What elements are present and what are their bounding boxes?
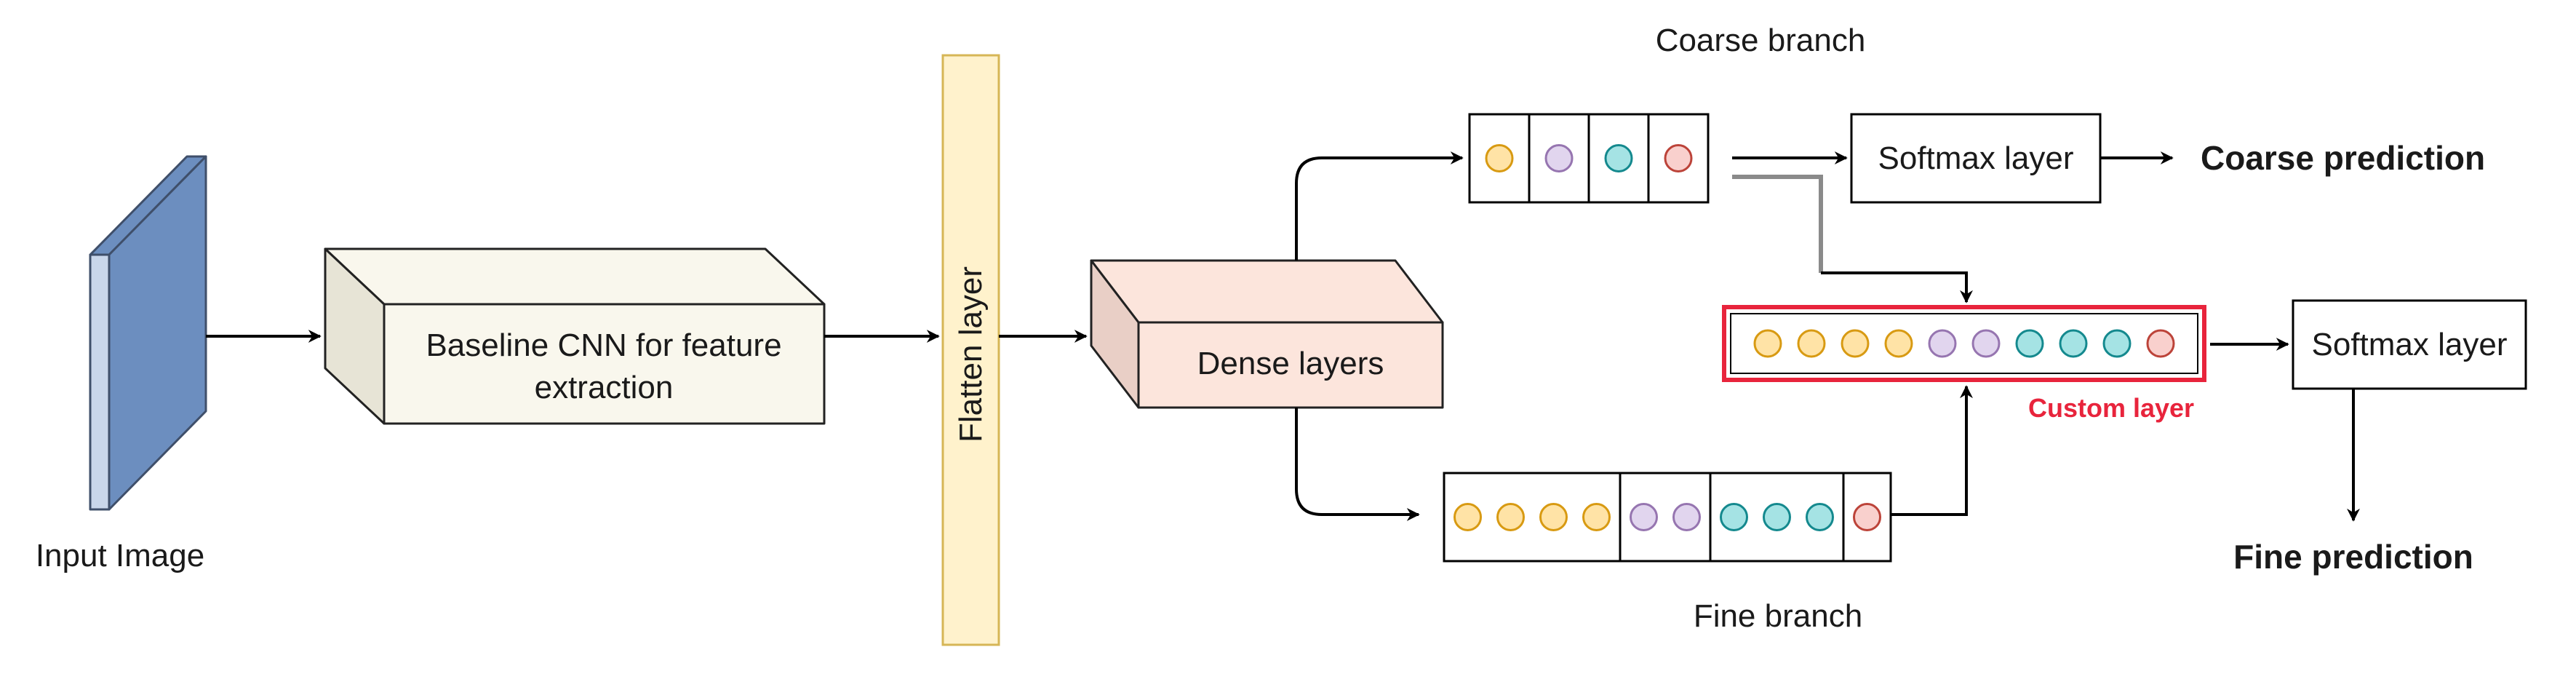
coarse-prediction-label: Coarse prediction — [2201, 139, 2485, 177]
softmax-coarse-box — [1850, 113, 2102, 204]
fine-branch-label: Fine branch — [1694, 598, 1862, 634]
arrow-dense-to-fine — [1295, 408, 1420, 521]
custom-layer-label: Custom layer — [2028, 393, 2194, 423]
input-image-slab — [89, 155, 207, 511]
custom-layer-node — [1841, 329, 1870, 358]
connector-coarse-to-custom — [1732, 175, 1823, 273]
cnn-label-line1: Baseline CNN for feature — [426, 327, 781, 363]
custom-layer-node — [2102, 329, 2132, 358]
fine-vector — [1443, 472, 1892, 563]
coarse-vector — [1468, 113, 1710, 204]
custom-layer-frame — [1722, 305, 2206, 382]
flatten-label: Flatten layer — [953, 266, 989, 442]
custom-layer-node — [2059, 329, 2088, 358]
custom-layer-node — [1753, 329, 1782, 358]
custom-layer-node — [1797, 329, 1826, 358]
custom-layer-node — [2146, 329, 2175, 358]
custom-layer-node — [1928, 329, 1957, 358]
softmax-coarse-label: Softmax layer — [1878, 140, 2074, 176]
fine-vector-node — [1763, 503, 1791, 531]
arrow-coarse-to-custom — [1821, 271, 1973, 303]
fine-vector-node — [1496, 503, 1525, 531]
coarse-branch-label: Coarse branch — [1656, 23, 1866, 58]
cnn-box — [324, 247, 826, 425]
fine-vector-node — [1853, 503, 1881, 531]
custom-layer-node — [2015, 329, 2044, 358]
coarse-vector-node — [1604, 144, 1633, 172]
custom-layer-vector — [1722, 305, 2206, 382]
softmax-fine-label: Softmax layer — [2312, 327, 2508, 362]
fine-vector-node — [1806, 503, 1834, 531]
flatten-layer — [941, 54, 1000, 646]
fine-vector-node — [1720, 503, 1748, 531]
coarse-vector-node — [1664, 144, 1693, 172]
fine-prediction-label: Fine prediction — [2233, 538, 2473, 576]
arrow-dense-to-coarse — [1295, 151, 1464, 261]
input-image-label: Input Image — [36, 538, 204, 573]
custom-layer-node — [1884, 329, 1913, 358]
dense-box — [1090, 259, 1444, 409]
custom-layer-inner-frame — [1730, 313, 2198, 374]
fine-vector-node — [1630, 503, 1658, 531]
fine-vector-node — [1672, 503, 1701, 531]
fine-vector-node — [1582, 503, 1611, 531]
coarse-vector-node — [1544, 144, 1574, 172]
fine-vector-node — [1454, 503, 1482, 531]
arrow-fine-to-custom — [1891, 385, 1973, 516]
custom-layer-node — [1971, 329, 2001, 358]
cnn-label-line2: extraction — [535, 370, 674, 405]
softmax-fine-box — [2292, 299, 2527, 390]
coarse-vector-node — [1485, 144, 1514, 172]
fine-vector-node — [1539, 503, 1568, 531]
dense-label: Dense layers — [1197, 346, 1384, 381]
